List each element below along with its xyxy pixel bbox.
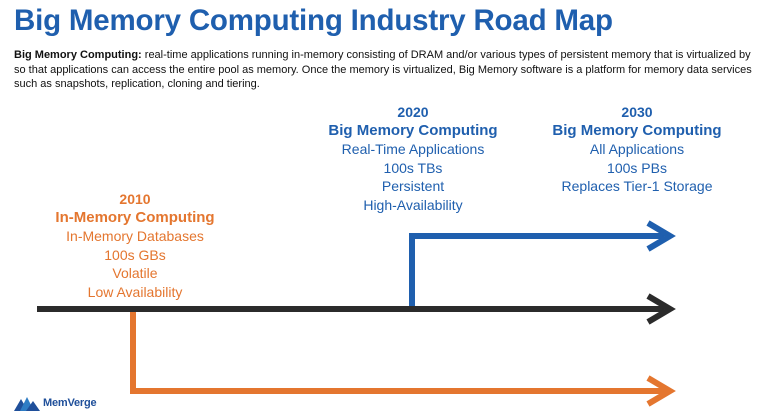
- era-year: 2020: [397, 104, 429, 120]
- era-line: Replaces Tier-1 Storage: [561, 178, 713, 194]
- era-line: 100s GBs: [104, 246, 166, 263]
- era-line: Persistent: [381, 178, 445, 194]
- era-2030: 2030 Big Memory Computing All Applicatio…: [537, 103, 737, 196]
- era-line: Low Availability: [87, 283, 183, 300]
- era-line: 100s PBs: [607, 159, 667, 176]
- era-line: In-Memory Databases: [66, 228, 204, 244]
- era-line: All Applications: [589, 141, 685, 157]
- era-2010: 2010 In-Memory Computing In-Memory Datab…: [35, 190, 235, 301]
- era-year: 2030: [621, 104, 653, 120]
- timeline-2010-arrowhead: [646, 375, 676, 407]
- intro-text: real-time applications running in-memory…: [14, 49, 752, 90]
- era-heading: Big Memory Computing: [328, 121, 498, 139]
- era-line: Volatile: [112, 265, 158, 281]
- page-title: Big Memory Computing Industry Road Map: [14, 4, 613, 37]
- timeline-2020-arrowhead: [646, 220, 676, 252]
- timeline-2020-branch: [409, 233, 664, 306]
- era-line: High-Availability: [363, 196, 463, 213]
- logo-text: MemVerge: [43, 397, 97, 409]
- timeline-main-arrowhead: [646, 293, 676, 325]
- era-2020: 2020 Big Memory Computing Real-Time Appl…: [313, 103, 513, 214]
- era-heading: Big Memory Computing: [552, 121, 722, 139]
- era-year: 2010: [119, 191, 151, 207]
- era-line: 100s TBs: [383, 159, 443, 176]
- memverge-logo-icon: [14, 397, 40, 411]
- era-line: Real-Time Applications: [341, 141, 485, 157]
- intro-term: Big Memory Computing:: [14, 49, 142, 61]
- intro-paragraph: Big Memory Computing: real-time applicat…: [14, 48, 754, 92]
- era-heading: In-Memory Computing: [55, 208, 215, 226]
- timeline-2010-branch: [130, 312, 664, 394]
- memverge-logo: MemVerge: [14, 395, 97, 411]
